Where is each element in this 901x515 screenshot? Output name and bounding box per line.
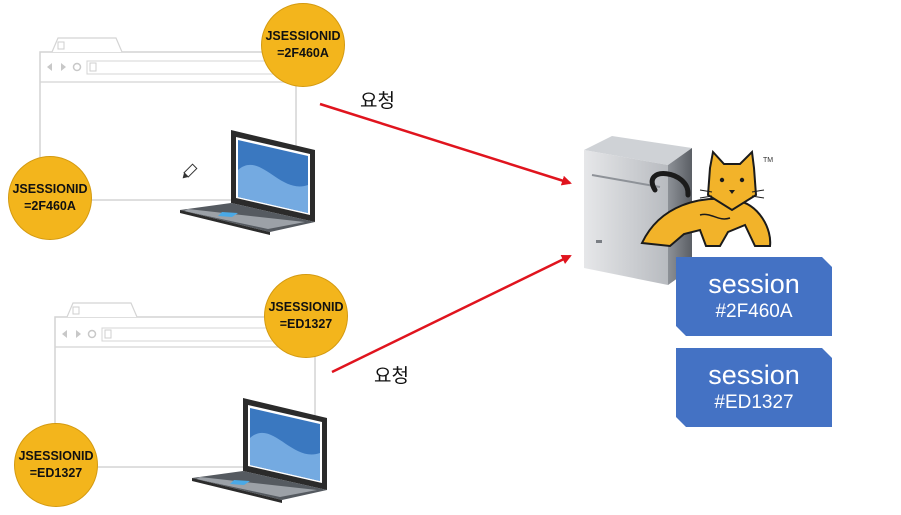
cookie-badge: JSESSIONID =ED1327: [264, 274, 348, 358]
back-arrow-icon: [47, 63, 52, 71]
tomcat-logo-icon: TM: [640, 149, 773, 248]
cookie-label: JSESSIONID: [265, 29, 341, 44]
session-id: #ED1327: [714, 392, 794, 414]
pencil-cursor-icon: [182, 163, 198, 179]
cookie-badge: JSESSIONID =2F460A: [261, 3, 345, 87]
cookie-badge: JSESSIONID =ED1327: [14, 423, 98, 507]
laptop-icon: [192, 398, 327, 503]
session-id: #2F460A: [715, 301, 793, 323]
cookie-value: =ED1327: [29, 466, 83, 480]
cookie-value: =2F460A: [24, 199, 76, 213]
trademark-mark: TM: [763, 157, 773, 164]
reload-icon: [72, 62, 82, 72]
forward-arrow-icon: [61, 63, 66, 71]
cookie-label: JSESSIONID: [268, 300, 344, 315]
laptop-icon: [180, 130, 315, 235]
session-word: session: [708, 360, 800, 391]
request-label: 요청: [374, 365, 409, 387]
request-label: 요청: [360, 90, 395, 112]
session-box: session #ED1327: [676, 348, 832, 427]
back-arrow-icon: [62, 330, 67, 338]
cookie-label: JSESSIONID: [12, 182, 88, 197]
reload-icon: [87, 329, 97, 339]
forward-arrow-icon: [76, 330, 81, 338]
cookie-value: =2F460A: [277, 46, 329, 60]
cookie-label: JSESSIONID: [18, 449, 94, 464]
cookie-badge: JSESSIONID =2F460A: [8, 156, 92, 240]
session-box: session #2F460A: [676, 257, 832, 336]
session-word: session: [708, 269, 800, 300]
request-arrow-2: [331, 254, 572, 374]
cookie-value: =ED1327: [279, 317, 333, 331]
request-arrow-1: [319, 102, 572, 186]
